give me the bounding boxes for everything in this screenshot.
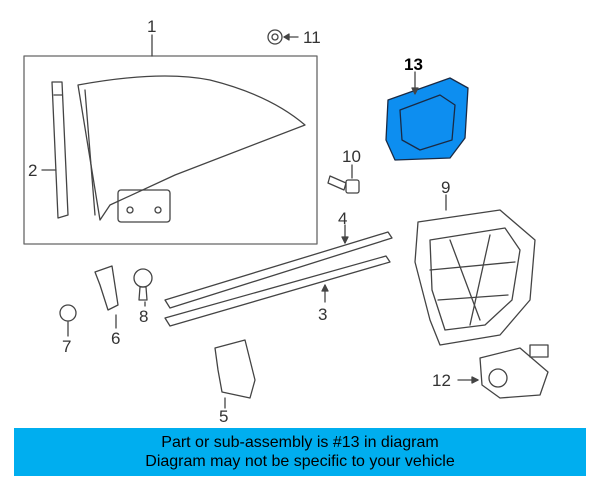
callout-7: 7 <box>62 337 71 356</box>
info-banner: Part or sub-assembly is #13 in diagram D… <box>14 428 586 476</box>
callout-4: 4 <box>338 209 347 228</box>
callout-2: 2 <box>28 161 37 180</box>
callout-10: 10 <box>342 147 361 166</box>
callout-8: 8 <box>139 307 148 326</box>
part-13-highlighted-assembly <box>385 71 469 161</box>
part-1-frame <box>23 34 318 245</box>
part-4-belt-molding <box>164 224 393 309</box>
callout-5: 5 <box>219 407 228 425</box>
part-7-screw <box>59 304 77 337</box>
banner-line-2: Diagram may not be specific to your vehi… <box>145 453 455 470</box>
part-9-window-regulator <box>414 194 536 346</box>
part-5-bracket <box>214 339 256 409</box>
part-2-strip <box>41 81 69 219</box>
callout-1: 1 <box>147 17 156 36</box>
part-6-clip <box>94 265 119 329</box>
callout-6: 6 <box>111 329 120 348</box>
part-11-nut <box>267 29 299 45</box>
part-8-plug <box>133 268 153 307</box>
parts-diagram: 1 2 3 4 5 6 7 8 9 10 11 12 13 <box>23 17 549 425</box>
callout-11: 11 <box>303 28 321 47</box>
callout-12: 12 <box>432 371 451 390</box>
part-10-bolt <box>327 164 360 194</box>
part-3-weatherstrip <box>164 255 391 327</box>
callout-13: 13 <box>404 55 423 74</box>
callout-3: 3 <box>318 305 327 324</box>
callout-9: 9 <box>441 178 450 197</box>
part-12-motor <box>457 344 549 399</box>
banner-line-1: Part or sub-assembly is #13 in diagram <box>161 434 439 451</box>
part-1-door-glass <box>77 75 306 223</box>
